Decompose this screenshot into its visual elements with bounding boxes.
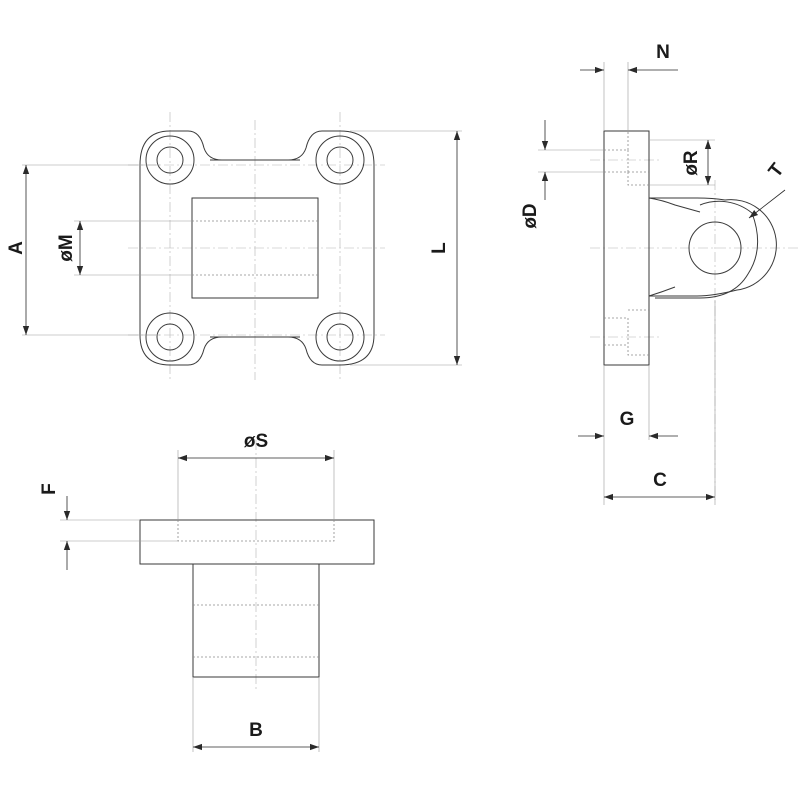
- label-t: T: [765, 159, 789, 181]
- eye-arm: [649, 197, 777, 297]
- eye-outline: [655, 200, 759, 299]
- hidden-counterbore: [604, 131, 649, 186]
- label-r: øR: [681, 150, 702, 176]
- eye-arm-edge: [648, 197, 701, 213]
- central-boss: [191, 197, 319, 299]
- mounting-hole: [145, 312, 195, 362]
- label-g: G: [620, 409, 635, 430]
- side-flange-plate: [603, 130, 650, 366]
- label-l: L: [429, 242, 450, 254]
- mounting-hole: [145, 135, 195, 185]
- label-a: A: [6, 241, 27, 255]
- side-view: N øD øR T G C: [520, 42, 800, 505]
- mounting-hole: [315, 135, 365, 185]
- label-d: øD: [520, 203, 541, 228]
- dimension-t-leader: [748, 189, 786, 219]
- label-s: øS: [244, 431, 268, 452]
- label-m: øM: [56, 234, 77, 261]
- label-n: N: [656, 42, 670, 63]
- front-view: A øM L: [6, 112, 462, 380]
- eye-bore: [688, 221, 742, 275]
- top-boss: [192, 563, 320, 678]
- label-c: C: [653, 470, 667, 491]
- top-view: øS F B: [39, 431, 375, 752]
- mounting-hole: [315, 312, 365, 362]
- label-f: F: [39, 483, 60, 495]
- eye-arm-edge: [648, 286, 676, 297]
- hidden-counterbore: [604, 309, 649, 356]
- label-b: B: [249, 720, 263, 741]
- top-flange: [139, 519, 375, 565]
